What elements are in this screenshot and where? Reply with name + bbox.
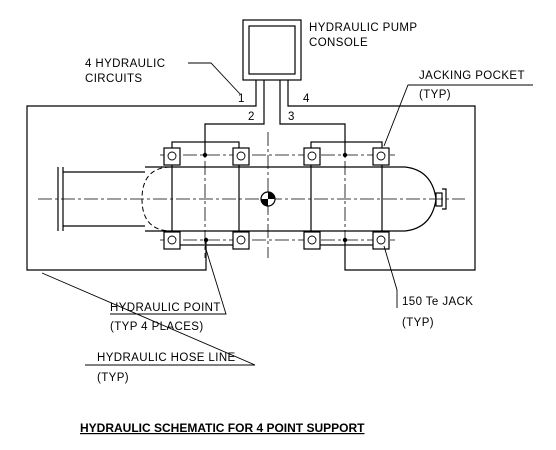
hose-circuit-2 — [204, 80, 265, 155]
jacking-pocket-bottom-2 — [232, 231, 250, 250]
jacking-frames — [171, 141, 383, 246]
jacking-pocket-top-1 — [163, 147, 181, 166]
hydraulic-point — [203, 237, 209, 243]
centre-of-gravity-icon — [260, 191, 276, 207]
circuit-numbers: 1 2 3 4 — [238, 93, 310, 123]
hose-circuit-4 — [287, 80, 476, 271]
hose-line-label-line1: HYDRAULIC HOSE LINE — [97, 352, 236, 364]
jacking-pocket-top-4 — [372, 147, 390, 166]
jacking-pocket-bottom-3 — [303, 231, 321, 250]
jacking-pocket-bottom-4 — [372, 231, 390, 250]
circuit-number-2: 2 — [248, 111, 254, 123]
hydraulic-point-label-line1: HYDRAULIC POINT — [110, 302, 221, 314]
jacking-pocket-top-3 — [303, 147, 321, 166]
hydraulic-point — [202, 152, 208, 158]
hydraulic-point — [342, 152, 348, 158]
pump-console-label-line1: HYDRAULIC PUMP — [309, 22, 417, 34]
jacking-pocket-bottom-1 — [163, 231, 181, 250]
circuits-label-line2: CIRCUITS — [85, 73, 143, 85]
jacking-pocket-label-line1: JACKING POCKET — [419, 70, 525, 82]
hose-circuit-1 — [26, 80, 257, 271]
jacking-pockets — [163, 147, 390, 250]
circuit-number-4: 4 — [303, 93, 310, 105]
pump-console-label-line2: CONSOLE — [309, 37, 368, 49]
jacking-pocket-label-line2: (TYP) — [419, 89, 451, 101]
centrelines — [38, 132, 465, 258]
jacking-pocket-top-2 — [232, 147, 250, 166]
jack-label-line2: (TYP) — [402, 317, 434, 329]
hydraulic-point-label-line2: (TYP 4 PLACES) — [110, 321, 204, 333]
leader-lines — [41, 62, 533, 366]
hydraulic-points — [202, 152, 348, 243]
jack-label-line1: 150 Te JACK — [402, 296, 473, 308]
circuit-number-3: 3 — [288, 111, 294, 123]
circuits-label-line1: 4 HYDRAULIC — [85, 58, 165, 70]
circuit-number-1: 1 — [238, 93, 244, 105]
hydraulic-point — [342, 237, 348, 243]
pump-console — [242, 19, 302, 81]
diagram-title: HYDRAULIC SCHEMATIC FOR 4 POINT SUPPORT — [80, 421, 365, 435]
hose-lines — [26, 80, 476, 271]
vessel — [57, 166, 447, 232]
annotations: HYDRAULIC PUMP CONSOLE 4 HYDRAULIC CIRCU… — [85, 22, 525, 384]
hose-line-label-line2: (TYP) — [97, 372, 129, 384]
